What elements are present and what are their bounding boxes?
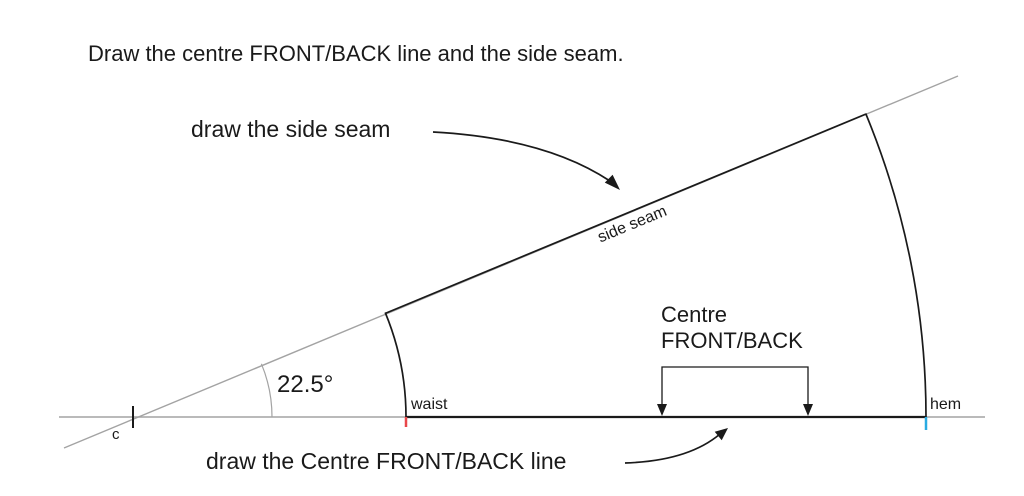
diagram-title: Draw the centre FRONT/BACK line and the … [88, 41, 624, 66]
centre-callout-arrow [624, 433, 721, 464]
side-seam-callout-arrow [432, 131, 611, 182]
hem-arc [864, 113, 927, 418]
centre-bracket-left-arrowhead [657, 404, 667, 416]
side-seam-callout-arrowhead [604, 174, 620, 190]
waist-arc [384, 312, 407, 418]
side-seam-callout-label: draw the side seam [191, 116, 391, 142]
angle-arc [260, 363, 273, 418]
centre-front-back-label-line2: FRONT/BACK [661, 328, 803, 353]
waist-label: waist [411, 396, 448, 413]
hem-label: hem [930, 396, 962, 413]
centre-front-back-label-line1: Centre [661, 302, 728, 327]
centre-bracket-right-arrowhead [803, 404, 813, 416]
side-seam-line [384, 113, 867, 315]
centre-front-back-label: Centre FRONT/BACK [661, 302, 803, 354]
c-point-label: c [112, 426, 120, 443]
centre-callout-label: draw the Centre FRONT/BACK line [206, 448, 567, 474]
angle-value-label: 22.5° [277, 371, 334, 398]
centre-bracket [661, 366, 809, 406]
centre-callout-arrowhead [714, 428, 728, 441]
